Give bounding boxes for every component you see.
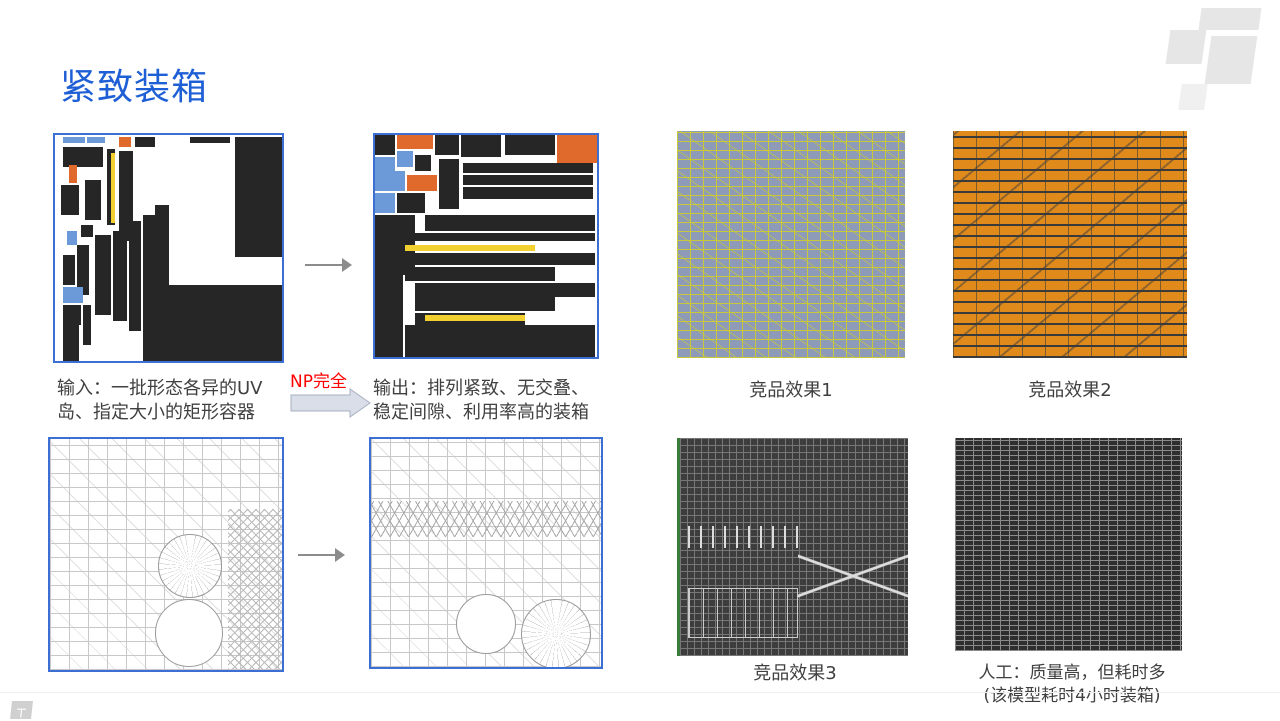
uv-island (505, 135, 555, 155)
uv-island (155, 205, 169, 361)
uv-island (375, 275, 403, 357)
uv-island (405, 233, 595, 241)
input-caption: 输入：一批形态各异的UV 岛、指定大小的矩形容器 (57, 377, 263, 425)
uv-island (235, 137, 282, 257)
uv-island (415, 155, 431, 171)
uv-island (83, 305, 91, 345)
uv-island (67, 231, 77, 245)
uv-island (63, 147, 103, 167)
uv-island (375, 135, 395, 155)
uv-island (425, 215, 515, 231)
uv-island (119, 137, 131, 147)
uv-island (375, 193, 395, 213)
output-wireframe-packed-image (369, 437, 603, 669)
competitor-1-caption: 竞品效果1 (749, 380, 833, 401)
competitor-2-caption: 竞品效果2 (1028, 380, 1112, 401)
uv-island (63, 255, 75, 285)
competitor-3-image (677, 438, 908, 656)
uv-island (397, 151, 413, 167)
decor-square (1165, 30, 1207, 64)
uv-island (463, 163, 593, 173)
manual-caption: 人工：质量高，但耗时多 (该模型耗时4小时装箱) (942, 662, 1202, 708)
uv-island (61, 185, 79, 215)
uv-island (63, 325, 79, 361)
uv-island (87, 137, 105, 143)
uv-island (111, 153, 115, 223)
uv-island (129, 221, 141, 331)
decor-square (1204, 36, 1258, 84)
uv-island (405, 325, 595, 357)
uv-island (405, 245, 535, 251)
uv-island (435, 135, 459, 155)
uv-island (95, 235, 111, 315)
arrow-right-icon (298, 548, 345, 562)
uv-island (407, 175, 437, 191)
uv-island (135, 137, 155, 147)
decor-square (1178, 84, 1208, 110)
uv-island (119, 151, 133, 241)
uv-island (77, 245, 89, 295)
output-caption: 输出：排列紧致、无交叠、 稳定间隙、利用率高的装箱 (373, 377, 589, 425)
uv-island (425, 315, 525, 321)
uv-island (397, 193, 425, 213)
uv-island (375, 157, 395, 175)
uv-island (190, 137, 230, 143)
block-arrow-icon (290, 388, 371, 418)
uv-island (557, 135, 597, 163)
uv-island (63, 287, 83, 303)
manual-caption-line1: 人工：质量高，但耗时多 (978, 663, 1166, 683)
output-caption-line: 输出：排列紧致、无交叠、 (373, 378, 589, 399)
logo-icon: ┬ (10, 701, 33, 719)
decor-square (1198, 8, 1262, 30)
uv-island (463, 187, 593, 199)
uv-island (63, 305, 81, 325)
uv-island (69, 165, 77, 183)
uv-island (439, 159, 459, 209)
uv-island (63, 137, 85, 143)
input-wireframe-uv-image (48, 437, 284, 672)
input-uv-layout-image (53, 133, 284, 363)
uv-island (405, 253, 595, 265)
uv-island (405, 267, 555, 281)
page-title: 紧致装箱 (60, 67, 209, 108)
uv-island (415, 283, 595, 297)
footer-divider (0, 692, 1280, 693)
np-complete-label: NP完全 (290, 372, 347, 392)
arrow-right-icon (305, 258, 352, 272)
input-caption-line: 岛、指定大小的矩形容器 (57, 402, 255, 423)
uv-island (113, 231, 127, 321)
manual-packing-image (955, 438, 1182, 651)
uv-island (397, 135, 433, 149)
uv-island (463, 175, 593, 185)
uv-island (415, 297, 555, 311)
uv-island (515, 215, 595, 231)
manual-caption-line2: (该模型耗时4小时装箱) (983, 686, 1161, 706)
competitor-3-caption: 竞品效果3 (753, 663, 837, 684)
uv-island (143, 215, 157, 361)
competitor-1-image (677, 131, 905, 358)
uv-island (461, 135, 501, 157)
input-caption-line: 输入：一批形态各异的UV (57, 378, 263, 399)
uv-island (81, 225, 93, 237)
uv-island (375, 171, 405, 191)
competitor-2-image (953, 131, 1187, 358)
uv-island (167, 285, 282, 361)
uv-island (85, 180, 101, 220)
output-packed-layout-image (373, 133, 599, 359)
output-caption-line: 稳定间隙、利用率高的装箱 (373, 402, 589, 423)
